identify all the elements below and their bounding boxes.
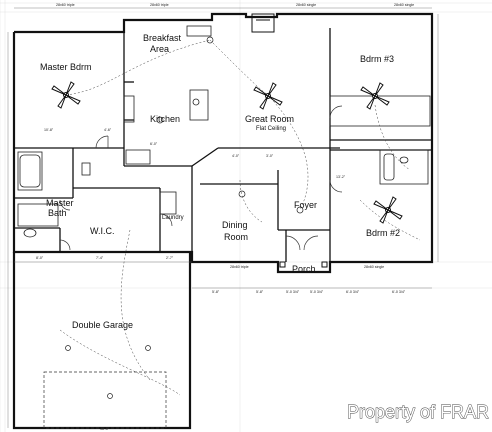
ceiling-fan-icon <box>373 196 403 224</box>
dim-label: 28x60 triple <box>150 3 169 7</box>
dim-label: 6'-0 3/4" <box>346 290 360 294</box>
dim-label: 7'-4" <box>96 256 104 260</box>
room-note-flat-ceiling: Flat Ceiling <box>256 126 286 132</box>
room-label-breakfast: Breakfast <box>143 33 182 43</box>
electrical-lines <box>59 39 421 396</box>
room-label-bdrm2: Bdrm #2 <box>366 228 400 238</box>
dim-label: 5'-8" <box>256 290 264 294</box>
room-label-dining: Dining <box>222 220 248 230</box>
ceiling-fan-icon <box>51 81 81 109</box>
room-label-porch: Porch <box>292 264 316 274</box>
room-label-foyer: Foyer <box>294 200 317 210</box>
room-label-bdrm3: Bdrm #3 <box>360 54 394 64</box>
room-label-great-room: Great Room <box>245 114 294 124</box>
dim-label: 16'-0" <box>100 427 110 431</box>
dim-label: 28x60 single <box>364 265 384 269</box>
dim-label: 6'-0" <box>150 142 158 146</box>
dim-label: 28x60 triple <box>56 3 75 7</box>
dim-label: 13'-2" <box>336 175 346 179</box>
dim-label: 4'-6" <box>104 128 112 132</box>
dim-label: 3'-0" <box>266 154 274 158</box>
room-label-dining-room: Room <box>224 232 248 242</box>
cabinets <box>17 25 431 227</box>
room-label-master-bath-2: Bath <box>48 208 67 218</box>
interior-walls <box>14 28 432 262</box>
doors <box>59 105 343 251</box>
dim-label: 5'-0 3/4" <box>310 290 324 294</box>
room-label-master-bath: Master <box>46 198 74 208</box>
porch-columns <box>279 261 328 268</box>
dim-label: 2'-7" <box>166 256 174 260</box>
ceiling-fan-icon <box>253 82 283 110</box>
dim-label: 5'-8" <box>212 290 220 294</box>
watermark-text: Property of FRAR <box>347 402 489 422</box>
room-label-kitchen: Kitchen <box>150 114 180 124</box>
dim-label: 4'-0" <box>232 154 240 158</box>
ceiling-fan-icon <box>360 82 390 110</box>
dim-label: 10'-8" <box>44 128 54 132</box>
fixtures <box>19 98 409 238</box>
dim-label: 28x60 single <box>296 3 316 7</box>
dim-label: 8'-0" <box>36 256 44 260</box>
room-label-double-garage: Double Garage <box>72 320 133 330</box>
garage-door <box>43 371 167 429</box>
dimension-lines <box>7 7 439 428</box>
dim-label: 28x60 triple <box>230 265 249 269</box>
room-label-master-bdrm: Master Bdrm <box>40 62 92 72</box>
dim-label: 28x60 single <box>394 3 414 7</box>
room-label-breakfast-area: Area <box>150 44 169 54</box>
room-label-laundry: Laundry <box>162 215 184 221</box>
fireplace <box>251 13 275 33</box>
dim-label: 5'-0 3/4" <box>286 290 300 294</box>
room-label-wic: W.I.C. <box>90 226 115 236</box>
dim-label: 6'-0 3/4" <box>392 290 406 294</box>
light-fixtures <box>65 36 304 399</box>
